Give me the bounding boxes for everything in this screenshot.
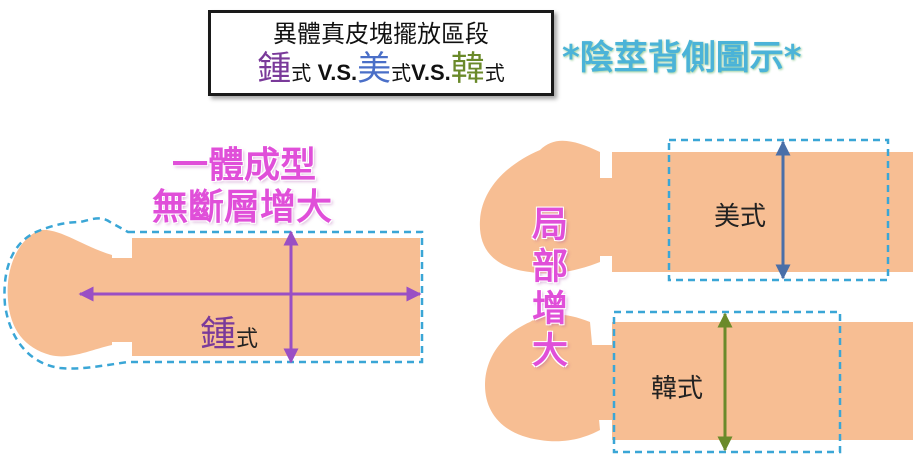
title-suffix-2: 式 xyxy=(391,61,412,85)
han-dashed-region xyxy=(612,310,842,454)
han-shaft xyxy=(612,322,913,440)
chui-glans xyxy=(7,229,113,357)
chui-shaft xyxy=(132,238,420,356)
han-style-label: 韓式 xyxy=(651,368,703,405)
title-han: 韓 xyxy=(450,49,485,89)
han-char: 韓 xyxy=(651,374,678,404)
chui-dashed-outline xyxy=(3,217,424,370)
mei-glans xyxy=(479,140,600,274)
title-suffix-3: 式 xyxy=(484,61,505,85)
chui-style-shape xyxy=(3,217,424,370)
title-line1: 異體真皮塊擺放區段 xyxy=(273,20,489,48)
chui-char: 鍾 xyxy=(200,314,237,355)
left-label-line2: 無斷層增大 xyxy=(152,187,333,228)
title-suffix-1: 式 xyxy=(291,61,312,85)
mei-suffix: 式 xyxy=(740,202,767,232)
left-label-line1: 一體成型 xyxy=(172,145,317,186)
mei-shaft xyxy=(612,152,913,272)
mei-style-shape xyxy=(479,138,913,282)
title-mei: 美 xyxy=(357,49,392,89)
chui-style-label: 鍾式 xyxy=(200,305,258,357)
dorsal-view-subtitle: *陰莖背側圖示* xyxy=(562,38,802,78)
han-style-shape xyxy=(485,310,913,454)
mei-char: 美 xyxy=(714,202,741,232)
han-glans xyxy=(485,314,600,442)
han-neck xyxy=(590,345,616,420)
chui-suffix: 式 xyxy=(236,327,259,352)
mei-style-label: 美式 xyxy=(714,196,766,233)
title-chui: 鍾 xyxy=(257,49,292,89)
han-suffix: 式 xyxy=(677,374,704,404)
title-line2: 鍾式 V.S.美式V.S.韓式 xyxy=(211,49,551,93)
title-vs-1: V.S. xyxy=(317,60,358,85)
title-box: 異體真皮塊擺放區段 鍾式 V.S.美式V.S.韓式 xyxy=(208,10,554,96)
middle-label: 局部增大 xyxy=(526,205,567,373)
mei-dashed-region xyxy=(667,138,890,282)
title-vs-2: V.S. xyxy=(411,60,451,85)
